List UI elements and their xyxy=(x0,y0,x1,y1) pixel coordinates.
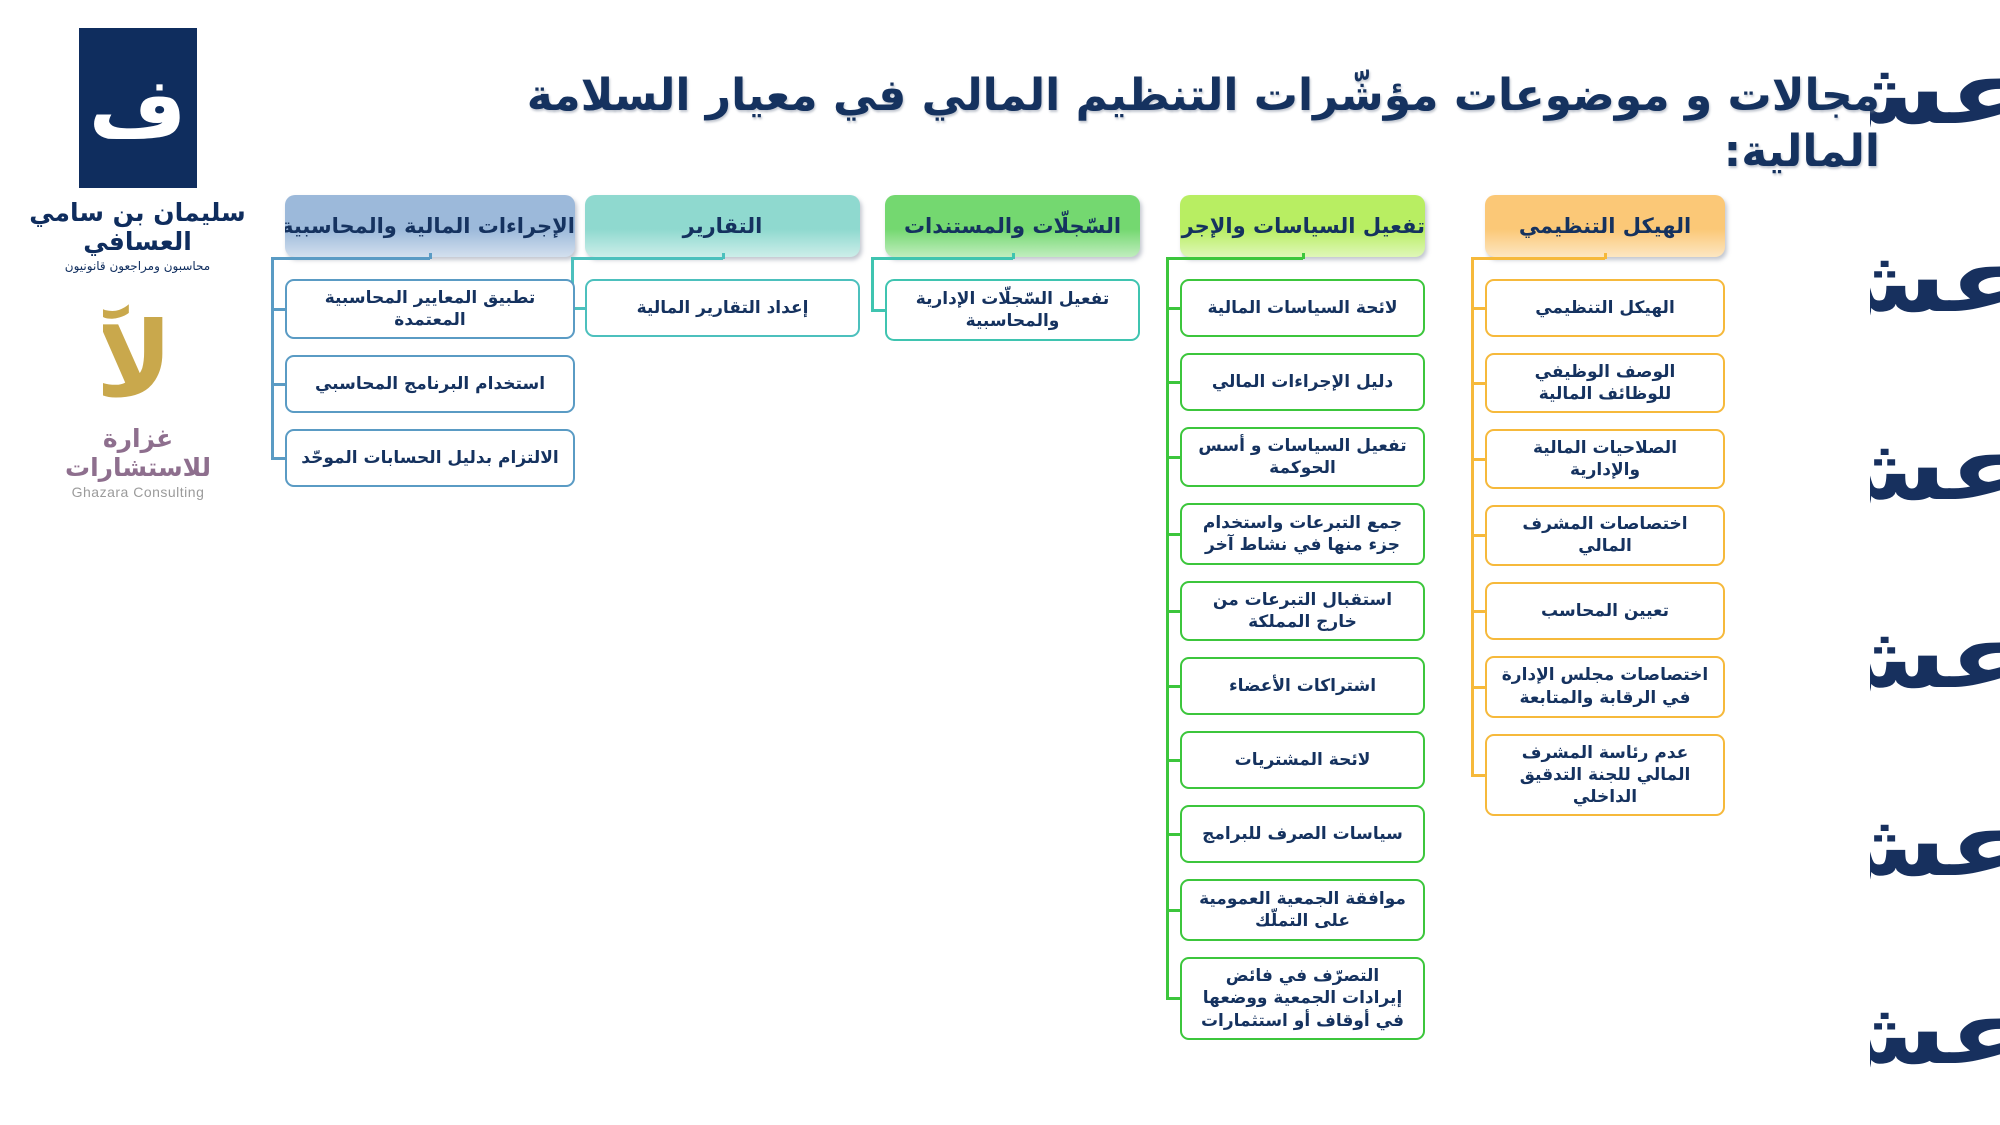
diagram-node[interactable]: دليل الإجراءات المالي xyxy=(1180,353,1425,411)
logo-alassafi-mark: ف xyxy=(78,28,197,188)
column-items: لائحة السياسات المالية دليل الإجراءات الم… xyxy=(1180,279,1425,1040)
page-title-line1: مجالات و موضوعات مؤشّرات التنظيم المالي … xyxy=(526,70,1880,121)
connector-header-stub xyxy=(571,257,723,260)
logo-ghazara-name-ar: غزارة للاستشارات xyxy=(64,424,212,482)
connector-branch xyxy=(271,308,287,311)
connector-branch xyxy=(1471,534,1487,537)
logo-alassafi-name: سليمان بن سامي العسافي xyxy=(29,198,246,256)
column-header[interactable]: الإجراءات المالية والمحاسبية xyxy=(285,195,575,257)
diagram-node[interactable]: الهيكل التنظيمي xyxy=(1485,279,1725,337)
connector-branch xyxy=(1166,909,1182,912)
connector-nub xyxy=(1301,253,1305,259)
logo-alassafi-subtitle: محاسبون ومراجعون قانونيون xyxy=(64,259,211,273)
connector-spine xyxy=(1471,257,1474,775)
column-items: الهيكل التنظيمي الوصف الوظيفي للوظائف الم… xyxy=(1485,279,1725,816)
column-header[interactable]: التقارير xyxy=(585,195,860,257)
diagram-column: التقارير إعداد التقارير المالية xyxy=(571,195,860,353)
connector-branch xyxy=(1166,685,1182,688)
diagram-node[interactable]: تفعيل السّجلّات الإدارية والمحاسبية xyxy=(885,279,1140,341)
diagram-node[interactable]: اشتراكات الأعضاء xyxy=(1180,657,1425,716)
connector-branch xyxy=(1166,533,1182,536)
connector-branch xyxy=(1166,456,1182,459)
column-header[interactable]: الهيكل التنظيمي xyxy=(1485,195,1725,257)
diagram-column: السّجلّات والمستندات تفعيل السّجلّات الإد… xyxy=(871,195,1140,357)
calligraphy-motif: عشِّ xyxy=(1870,940,2000,1125)
connector-spine xyxy=(271,257,274,458)
connector-branch xyxy=(1166,307,1182,310)
logo-alassafi: ف سليمان بن سامي العسافي محاسبون ومراجعو… xyxy=(10,28,265,273)
diagram-node[interactable]: تفعيل السياسات و أسس الحوكمة xyxy=(1180,427,1425,488)
diagram-node[interactable]: لائحة السياسات المالية xyxy=(1180,279,1425,337)
connector-branch xyxy=(1471,382,1487,385)
connector-branch xyxy=(1166,759,1182,762)
diagram-node[interactable]: اختصاصات المشرف المالي xyxy=(1485,505,1725,566)
connector-branch xyxy=(1471,774,1487,777)
diagram-node[interactable]: إعداد التقارير المالية xyxy=(585,279,860,337)
connector-branch xyxy=(871,309,887,312)
diagram-node[interactable]: موافقة الجمعية العمومية على التملّك xyxy=(1180,879,1425,942)
diagram-node[interactable]: سياسات الصرف للبرامج xyxy=(1180,805,1425,864)
connector-branch xyxy=(1471,686,1487,689)
decorative-calligraphy-band: عشِّعشِّعشِّعشِّعشِّعشِّعشِّ xyxy=(1870,0,2000,1125)
diagram-node[interactable]: استقبال التبرعات من خارج المملكة xyxy=(1180,581,1425,642)
diagram-node[interactable]: تعيين المحاسب xyxy=(1485,581,1725,640)
diagram-column: الهيكل التنظيمي الهيكل التنظيمي الوصف الوظ… xyxy=(1471,195,1725,832)
connector-nub xyxy=(721,253,725,259)
column-items: تطبيق المعايير المحاسبية المعتمدة استخدام… xyxy=(285,279,575,488)
connector-nub xyxy=(1011,253,1015,259)
connector-spine xyxy=(871,257,874,310)
diagram-node[interactable]: الالتزام بدليل الحسابات الموحّد xyxy=(285,429,575,488)
connector-header-stub xyxy=(1166,257,1303,260)
diagram-node[interactable]: استخدام البرنامج المحاسبي xyxy=(285,355,575,414)
connector-branch xyxy=(1471,458,1487,461)
connector-header-stub xyxy=(871,257,1013,260)
diagram-node[interactable]: عدم رئاسة المشرف المالي للجنة التدقيق ال… xyxy=(1485,733,1725,816)
connector-branch xyxy=(571,307,587,310)
connector-branch xyxy=(1166,833,1182,836)
connector-branch xyxy=(1166,381,1182,384)
diagram-node[interactable]: جمع التبرعات واستخدام جزء منها في نشاط آ… xyxy=(1180,503,1425,566)
connector-branch xyxy=(271,383,287,386)
connector-spine xyxy=(1166,257,1169,998)
financial-regulation-diagram: الإجراءات المالية والمحاسبية تطبيق المعاي… xyxy=(0,195,1860,1115)
logo-ghazara-name-en: Ghazara Consulting xyxy=(71,484,205,500)
connector-header-stub xyxy=(271,257,430,260)
logo-ghazara-mark: ﻵ xyxy=(103,300,173,420)
page-title: مجالات و موضوعات مؤشّرات التنظيم المالي … xyxy=(430,68,1880,181)
connector-header-stub xyxy=(1471,257,1605,260)
page-title-line2: المالية: xyxy=(1723,126,1880,178)
diagram-column: تفعيل السياسات والإجراءات لائحة السياسات … xyxy=(1166,195,1425,1056)
connector-nub xyxy=(429,253,432,259)
column-items: إعداد التقارير المالية xyxy=(585,279,860,337)
diagram-node[interactable]: اختصاصات مجلس الإدارة في الرقابة والمتاب… xyxy=(1485,655,1725,718)
connector-branch xyxy=(1471,610,1487,613)
diagram-node[interactable]: الصلاحيات المالية والإدارية xyxy=(1485,429,1725,490)
diagram-node[interactable]: التصرّف في فائض إيرادات الجمعية ووضعها ف… xyxy=(1180,957,1425,1040)
diagram-node[interactable]: لائحة المشتريات xyxy=(1180,731,1425,790)
connector-nub xyxy=(1604,253,1607,259)
calligraphy-motif: عشِّ xyxy=(1870,188,2000,376)
diagram-column: الإجراءات المالية والمحاسبية تطبيق المعاي… xyxy=(271,195,575,503)
calligraphy-motif: عشِّ xyxy=(1870,564,2000,752)
connector-branch xyxy=(1471,307,1487,310)
logo-ghazara: ﻵ غزارة للاستشارات Ghazara Consulting xyxy=(28,300,248,500)
column-header[interactable]: تفعيل السياسات والإجراءات xyxy=(1180,195,1425,257)
connector-branch xyxy=(271,457,287,460)
calligraphy-motif: عشِّ xyxy=(1870,752,2000,940)
column-header[interactable]: السّجلّات والمستندات xyxy=(885,195,1140,257)
diagram-node[interactable]: تطبيق المعايير المحاسبية المعتمدة xyxy=(285,279,575,340)
calligraphy-motif: عشِّ xyxy=(1870,376,2000,564)
diagram-node[interactable]: الوصف الوظيفي للوظائف المالية xyxy=(1485,353,1725,414)
connector-branch xyxy=(1166,997,1182,1000)
column-items: تفعيل السّجلّات الإدارية والمحاسبية xyxy=(885,279,1140,341)
connector-branch xyxy=(1166,610,1182,613)
calligraphy-motif: عشِّ xyxy=(1870,0,2000,188)
